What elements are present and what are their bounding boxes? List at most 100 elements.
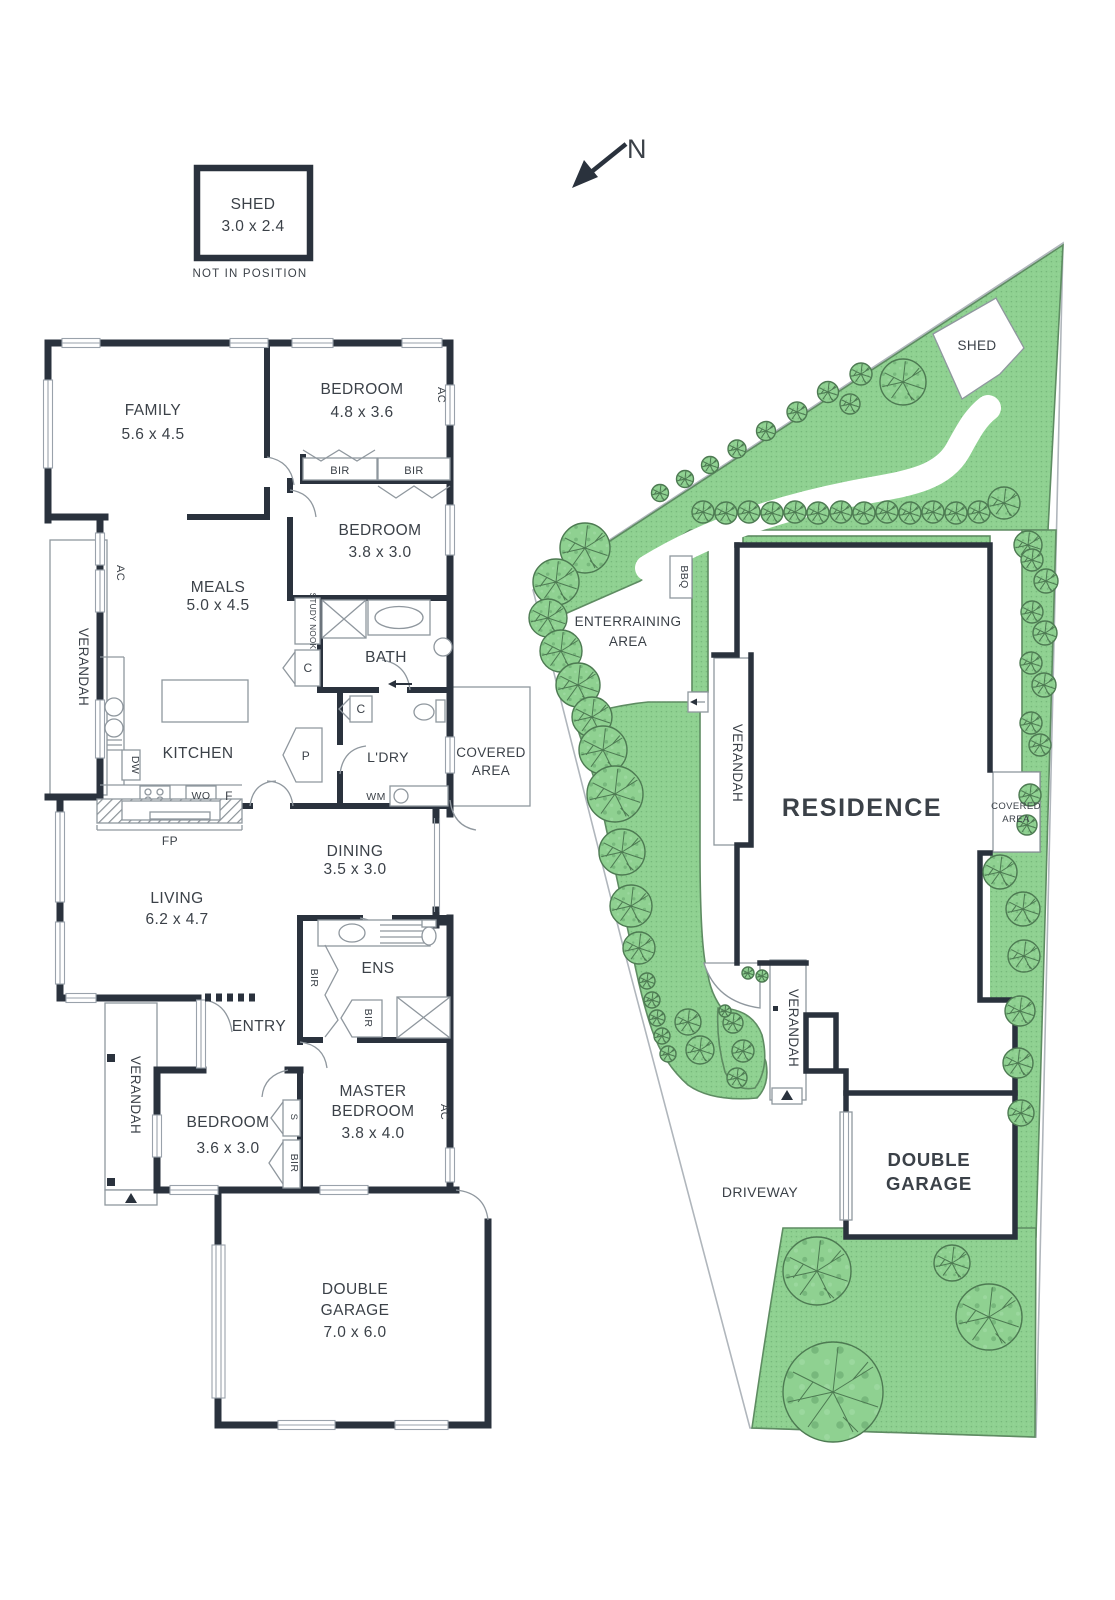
legend-note: NOT IN POSITION (193, 268, 308, 280)
fp-garage-dims: 7.0 x 6.0 (323, 1324, 386, 1341)
entertaining-area-label-2: AREA (609, 634, 647, 649)
meals-label: MEALS (191, 579, 246, 596)
site-steps-lower (771, 1087, 803, 1105)
ens-bir (340, 999, 383, 1038)
bedroom3-dims: 3.6 x 3.0 (196, 1140, 259, 1157)
fireplace (96, 798, 243, 831)
fireplace-label: FP (162, 834, 178, 848)
family-dims: 5.6 x 4.5 (121, 426, 184, 443)
bir-label-1: BIR (330, 465, 350, 477)
site-verandah-lower-label: VERANDAH (786, 989, 801, 1067)
bath-label: BATH (365, 649, 407, 666)
cupboard-label-1: C (303, 661, 312, 675)
residence-walls (711, 542, 1018, 1240)
bedroom3-label: BEDROOM (187, 1114, 270, 1131)
bedroom1-dims: 4.8 x 3.6 (330, 404, 393, 421)
garage-door (211, 1244, 226, 1399)
basin-icon (433, 637, 453, 657)
compass: N (572, 134, 647, 188)
wm-label: WM (366, 791, 385, 803)
ensuite-fixtures (317, 919, 451, 1039)
linen-closet (282, 1099, 301, 1137)
entry-dashed-line (205, 993, 255, 1002)
ens-toilet-icon (421, 926, 437, 946)
entry-label: ENTRY (232, 1018, 286, 1035)
fp-verandah-lower (104, 1002, 158, 1191)
fp-verandah-lower-label: VERANDAH (128, 1056, 143, 1134)
pantry (282, 727, 323, 783)
dining-dims: 3.5 x 3.0 (323, 861, 386, 878)
master-label-2: BEDROOM (332, 1103, 415, 1120)
legend-shed-label: SHED (231, 196, 276, 213)
site-covered-label-1: COVERED (991, 801, 1041, 812)
shed-legend: SHED 3.0 x 2.4 NOT IN POSITION (193, 164, 314, 280)
site-garage-door (839, 1111, 853, 1221)
site-shed-label: SHED (957, 338, 996, 353)
bir-label-4: BIR (362, 1009, 374, 1028)
site-verandah-lower (769, 959, 807, 1101)
residence-label: RESIDENCE (782, 794, 942, 822)
ac-label-1: AC (114, 565, 126, 581)
living-dims: 6.2 x 4.7 (145, 911, 208, 928)
linen-label: S (288, 1114, 299, 1121)
built-in-robes (302, 449, 451, 499)
kitchen-island (161, 679, 249, 723)
dining-label: DINING (327, 843, 384, 860)
master-label-1: MASTER (340, 1083, 407, 1100)
site-covered-label-2: AREA (1002, 814, 1030, 825)
bir-label-3: BIR (308, 969, 320, 988)
legend-shed-dims: 3.0 x 2.4 (221, 218, 284, 235)
fp-covered-label-2: AREA (472, 763, 510, 778)
bedroom2-label: BEDROOM (339, 522, 422, 539)
pantry-label: P (302, 749, 310, 763)
dishwasher-label: DW (129, 756, 141, 774)
kitchen-fixtures (100, 656, 249, 806)
site-shed (932, 297, 1025, 400)
bed3-closets (268, 1099, 301, 1189)
washing-machine-icon (393, 788, 409, 804)
cupboard-label-2: C (356, 702, 365, 716)
entertaining-area-label-1: ENTERRAINING (575, 614, 682, 629)
bathroom-fixtures (282, 597, 453, 723)
living-label: LIVING (150, 890, 203, 907)
meals-dims: 5.0 x 4.5 (186, 597, 249, 614)
ens-label: ENS (361, 960, 394, 977)
fridge-label: F (225, 789, 233, 803)
site-garage-label-1: DOUBLE (888, 1149, 971, 1170)
windows (42, 337, 456, 1431)
ac-label-2: AC (435, 387, 447, 403)
bedroom2-dims: 3.8 x 3.0 (348, 544, 411, 561)
study-nook (294, 597, 321, 645)
laundry-fixtures (282, 727, 449, 807)
sink-icon (104, 697, 124, 717)
cupboard-2 (349, 695, 373, 723)
ens-basin-icon (338, 923, 366, 943)
site-verandah-upper-label: VERANDAH (730, 724, 745, 802)
fp-verandah-upper-label: VERANDAH (76, 628, 91, 706)
bbq-box (669, 555, 693, 599)
cupboard-1 (294, 649, 321, 687)
fp-covered-area (451, 686, 531, 807)
dishwasher (121, 749, 141, 781)
master-dims: 3.8 x 4.0 (341, 1125, 404, 1142)
north-arrow-icon (572, 160, 598, 188)
laundry-label: L'DRY (367, 749, 409, 765)
north-label: N (627, 134, 647, 164)
fp-covered-label-1: COVERED (456, 745, 526, 760)
toilet-icon (413, 703, 435, 721)
site-steps-upper (687, 691, 709, 713)
ac-label-3: AC (438, 1104, 450, 1120)
bbq-label: BBQ (678, 565, 690, 588)
floor-plan: FAMILY 5.6 x 4.5 BEDROOM 4.8 x 3.6 BEDRO… (42, 337, 531, 1431)
fp-garage-label-2: GARAGE (321, 1302, 390, 1319)
study-nook-label: STUDY NOOK (308, 593, 317, 650)
site-verandah-upper (713, 657, 752, 846)
kitchen-label: KITCHEN (163, 745, 234, 762)
bedroom1-label: BEDROOM (321, 381, 404, 398)
wall-oven-label: WO (192, 790, 211, 802)
site-plan: SHED ENTERRAINING AREA BBQ VERANDAH RESI… (527, 241, 1064, 1442)
verandah-post (773, 1006, 778, 1011)
garden-path (635, 395, 1001, 581)
